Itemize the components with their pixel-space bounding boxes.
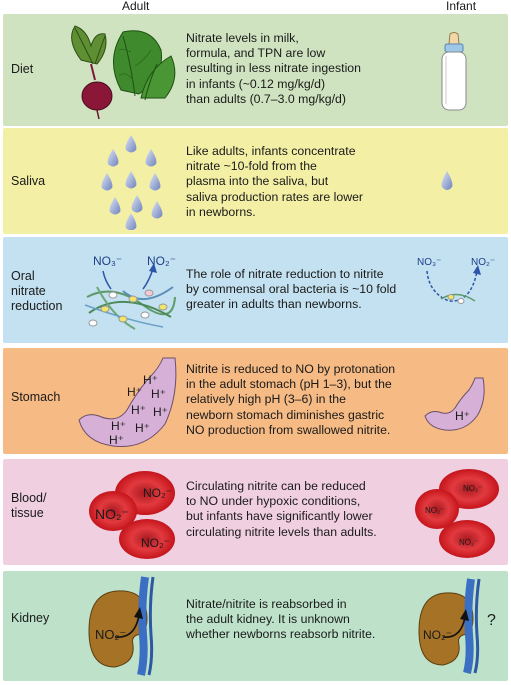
- infant-column-header: Infant: [446, 0, 477, 13]
- stomach-description: Nitrite is reduced to NO by protonation …: [186, 362, 395, 438]
- diet-label: Diet: [11, 62, 34, 76]
- nitrate-label: NO₃⁻: [417, 257, 441, 268]
- nitrite-label: NO₂⁻: [147, 254, 176, 268]
- kidney-description: Nitrate/nitrite is reabsorbed in the adu…: [186, 597, 375, 643]
- blood-tissue-label: Blood/ tissue: [11, 491, 47, 520]
- single-drop-icon: [439, 170, 455, 194]
- nitrate-label: NO₃⁻: [93, 254, 122, 268]
- svg-text:NO₂⁻: NO₂⁻: [423, 628, 452, 642]
- blood-text-line: Circulating nitrite can be reduced: [186, 479, 366, 493]
- stomach-text-line: Nitrite is reduced to NO by protonation: [186, 362, 396, 376]
- diet-description: Nitrate levels in milk, formula, and TPN…: [186, 31, 361, 107]
- stomach-text-line: relatively high pH (3–6) in the: [186, 392, 346, 407]
- blood-tissue-description: Circulating nitrite can be reduced to NO…: [186, 479, 377, 540]
- svg-text:NO₂⁻: NO₂⁻: [95, 627, 126, 642]
- oral-reduction-label: Oral nitrate reduction: [11, 269, 63, 313]
- column-headers: Adult Infant: [0, 0, 511, 14]
- kidney-text-line: Nitrate/nitrite is reabsorbed in: [186, 597, 347, 611]
- diet-text-line: resulting in less nitrate ingestion: [186, 61, 361, 76]
- blood-text-line: to NO under hypoxic conditions,: [186, 494, 361, 509]
- svg-text:NO₂⁻: NO₂⁻: [95, 506, 129, 522]
- blood-text-line: but infants have significantly lower: [186, 509, 373, 524]
- kidney-icon: NO₂⁻: [87, 575, 167, 677]
- saliva-text-line: plasma into the saliva, but: [186, 174, 329, 189]
- stomach-icon: H⁺ H⁺ H⁺ H⁺ H⁺ H⁺ H⁺ H⁺: [75, 354, 185, 450]
- oral-reduction-row: Oral nitrate reduction NO₃⁻ NO₂⁻: [3, 237, 508, 343]
- svg-text:H⁺: H⁺: [127, 385, 142, 399]
- saliva-text-line: nitrate ~10-fold from the: [186, 159, 317, 174]
- svg-text:NO₂⁻: NO₂⁻: [459, 538, 478, 547]
- saliva-label: Saliva: [11, 174, 46, 188]
- blood-text-line: circulating nitrite levels than adults.: [186, 524, 377, 539]
- stomach-text-line: in the adult stomach (pH 1–3), but the: [186, 377, 392, 392]
- svg-text:H⁺: H⁺: [153, 405, 168, 419]
- oral-text-line: greater in adults than newborns.: [186, 297, 362, 312]
- svg-text:H⁺: H⁺: [151, 387, 166, 401]
- svg-text:H⁺: H⁺: [131, 403, 146, 417]
- kidney-icon-infant: NO₂⁻ ?: [417, 577, 505, 675]
- unknown-question-mark: ?: [487, 612, 496, 629]
- oral-text-line: The role of nitrate reduction to nitrite: [186, 267, 384, 281]
- svg-text:NO₂⁻: NO₂⁻: [425, 506, 444, 515]
- svg-text:NO₂⁻: NO₂⁻: [141, 536, 170, 550]
- saliva-text-line: saliva production rates are lower: [186, 189, 364, 204]
- adult-column-header: Adult: [122, 0, 150, 13]
- diet-text-line: formula, and TPN are low: [186, 46, 326, 61]
- red-blood-cell-icon: NO₂⁻ NO₂⁻ NO₂⁻: [87, 467, 183, 561]
- baby-bottle-icon: [437, 32, 471, 112]
- saliva-drops-icon: [97, 134, 167, 231]
- kidney-text-line: whether newborns reabsorb nitrite.: [186, 627, 376, 642]
- saliva-text-line: in newborns.: [186, 204, 256, 219]
- svg-text:NO₂⁻: NO₂⁻: [463, 484, 482, 493]
- stomach-label: Stomach: [11, 390, 61, 404]
- svg-text:H⁺: H⁺: [143, 373, 158, 387]
- kidney-text-line: the adult kidney. It is unknown: [186, 612, 350, 627]
- svg-text:H⁺: H⁺: [109, 433, 124, 447]
- kidney-row: Kidney NO₂⁻ Nitrate/nitrite is reabsorbe…: [3, 571, 508, 681]
- saliva-text-line: Like adults, infants concentrate: [186, 144, 356, 158]
- diet-row: Diet Nitrate levels in milk, formula, an…: [3, 14, 508, 126]
- nitrite-label: NO₂⁻: [471, 257, 495, 268]
- oral-bacteria-icon-infant: NO₃⁻ NO₂⁻: [415, 249, 499, 313]
- stomach-row: Stomach H⁺ H⁺ H⁺ H⁺ H⁺ H⁺ H⁺ H⁺ Nitrite …: [3, 348, 508, 454]
- svg-text:H⁺: H⁺: [111, 419, 126, 433]
- stomach-text-line: newborn stomach diminishes gastric: [186, 407, 385, 422]
- stomach-icon-infant: H⁺: [423, 376, 489, 432]
- kidney-label: Kidney: [11, 611, 50, 625]
- red-blood-cell-icon-infant: NO₂⁻ NO₂⁻ NO₂⁻: [413, 465, 505, 561]
- blood-tissue-row: Blood/ tissue NO₂⁻ NO₂⁻ NO₂⁻ Circulating…: [3, 459, 508, 565]
- spinach-beet-icon: [61, 20, 181, 120]
- svg-text:H⁺: H⁺: [455, 409, 470, 423]
- saliva-row: Saliva Like: [3, 128, 508, 234]
- saliva-description: Like adults, infants concentrate nitrate…: [186, 144, 363, 220]
- stomach-text-line: NO production from swallowed nitrite.: [186, 422, 391, 437]
- diet-text-line: than adults (0.7–3.0 mg/kg/d): [186, 91, 346, 106]
- oral-text-line: by commensal oral bacteria is ~10 fold: [186, 282, 397, 297]
- diet-text-line: Nitrate levels in milk,: [186, 31, 299, 45]
- diet-text-line: in infants (~0.12 mg/kg/d): [186, 76, 326, 91]
- svg-text:H⁺: H⁺: [135, 421, 150, 435]
- oral-reduction-description: The role of nitrate reduction to nitrite…: [186, 267, 396, 313]
- svg-text:NO₂⁻: NO₂⁻: [143, 486, 172, 500]
- oral-bacteria-icon: NO₃⁻ NO₂⁻: [83, 247, 179, 333]
